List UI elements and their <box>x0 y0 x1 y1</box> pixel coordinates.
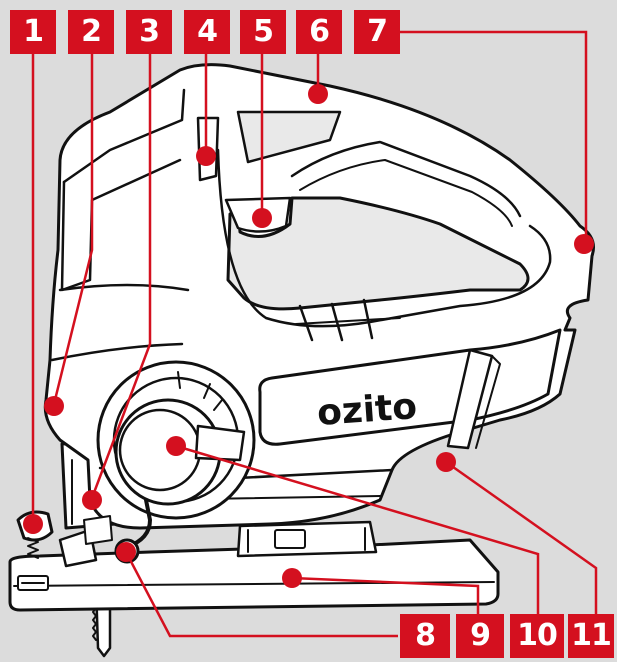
leader-3 <box>90 54 152 499</box>
leader-7 <box>380 30 588 242</box>
motor-housing-top <box>62 88 186 184</box>
target-dot-1 <box>23 514 43 534</box>
leader-11 <box>445 460 598 614</box>
target-dot-5 <box>252 208 272 228</box>
leader-10 <box>175 444 540 614</box>
target-dot-9 <box>282 568 302 588</box>
motor-housing-band-2 <box>58 283 190 292</box>
guard-rollers <box>83 515 113 545</box>
callout-badge-1: 1 <box>10 10 56 54</box>
handle-inner-rim <box>216 148 552 328</box>
callout-badge-2: 2 <box>68 10 114 54</box>
base-mount-block <box>236 520 378 558</box>
brand-logo: ozito <box>316 386 419 434</box>
base-mount-detail <box>274 529 306 549</box>
speed-dial-tab <box>194 424 246 462</box>
handle-top-inset-2 <box>299 159 513 227</box>
target-dot-3 <box>82 490 102 510</box>
handle-top-inset <box>290 140 522 218</box>
target-dot-2 <box>44 396 64 416</box>
callout-badge-11: 11 <box>568 614 614 658</box>
callout-badge-4: 4 <box>184 10 230 54</box>
target-dot-4 <box>196 146 216 166</box>
callout-badge-8: 8 <box>400 614 450 658</box>
clamp-spring <box>27 537 39 559</box>
motor-housing-front <box>60 158 182 292</box>
base-mount-line <box>247 527 366 553</box>
label-panel-ridge <box>446 348 494 450</box>
leader-2 <box>52 54 94 405</box>
target-dot-10 <box>166 436 186 456</box>
callout-badge-3: 3 <box>126 10 172 54</box>
target-dot-6 <box>308 84 328 104</box>
leader-9 <box>291 576 480 614</box>
callout-badge-5: 5 <box>240 10 286 54</box>
motor-housing-band <box>50 342 184 362</box>
handle-ridge-band <box>295 317 401 325</box>
callout-badge-10: 10 <box>510 614 564 658</box>
speed-dial-marks <box>177 371 223 411</box>
target-dot-8 <box>116 542 136 562</box>
leader-8 <box>124 551 398 638</box>
callout-badge-7: 7 <box>354 10 400 54</box>
target-dot-7 <box>574 234 594 254</box>
top-grip-panel <box>236 110 342 164</box>
callout-badge-9: 9 <box>456 614 504 658</box>
callout-badge-6: 6 <box>296 10 342 54</box>
label-panel-ridge-2 <box>475 355 501 449</box>
handle-opening <box>226 196 530 311</box>
target-dot-11 <box>436 452 456 472</box>
